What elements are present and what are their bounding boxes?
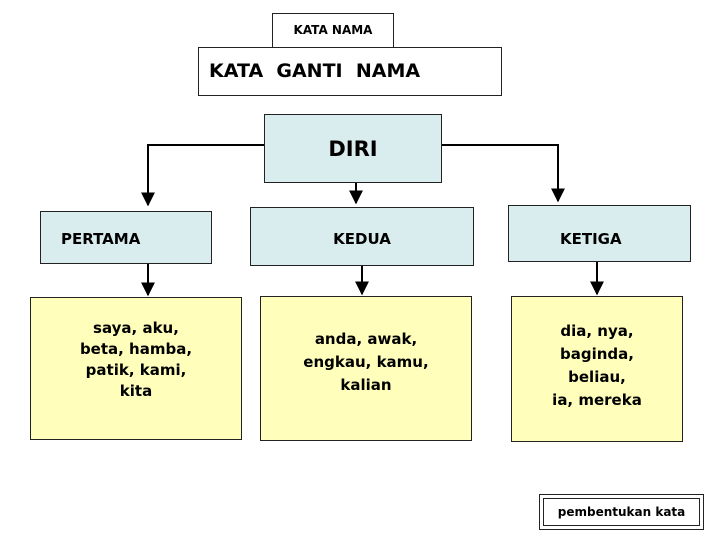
pembentukan-kata-button[interactable]: pembentukan kata [539,494,704,530]
kata-nama-box: KATA NAMA [272,13,394,47]
ketiga-box: KETIGA [508,205,691,262]
pertama-examples-box: saya, aku, beta, hamba, patik, kami, kit… [30,297,242,440]
pertama-label: PERTAMA [61,230,141,248]
diri-box: DIRI [264,114,442,183]
kedua-box: KEDUA [250,207,474,266]
pertama-example-line: saya, aku, [93,319,179,337]
kedua-example-line: engkau, kamu, [303,353,429,371]
kedua-example-line: anda, awak, [314,330,418,348]
pertama-example-line: patik, kami, [85,361,187,379]
pembentukan-kata-inner: pembentukan kata [543,498,700,526]
diagram-title: KATA GANTI NAMA [209,60,421,82]
kedua-examples-box: anda, awak, engkau, kamu, kalian [260,296,472,441]
ketiga-example-line: beliau, [568,368,626,386]
ketiga-example-line: baginda, [560,345,634,363]
ketiga-example-line: dia, nya, [560,322,634,340]
ketiga-examples-box: dia, nya, baginda, beliau, ia, mereka [511,296,683,442]
arrow-diri-to-pertama [141,144,264,207]
pembentukan-kata-label: pembentukan kata [557,505,686,519]
pertama-example-line: kita [119,382,153,400]
pertama-box: PERTAMA [40,211,212,264]
kata-ganti-nama-box: KATA GANTI NAMA [198,47,502,96]
diri-label: DIRI [328,137,378,161]
ketiga-label: KETIGA [560,230,622,248]
kedua-label: KEDUA [333,230,391,248]
pertama-example-line: beta, hamba, [79,340,193,358]
kedua-example-line: kalian [340,376,392,394]
arrow-diri-to-ketiga [442,144,565,203]
kata-nama-label: KATA NAMA [293,23,373,37]
ketiga-example-line: ia, mereka [552,391,642,409]
